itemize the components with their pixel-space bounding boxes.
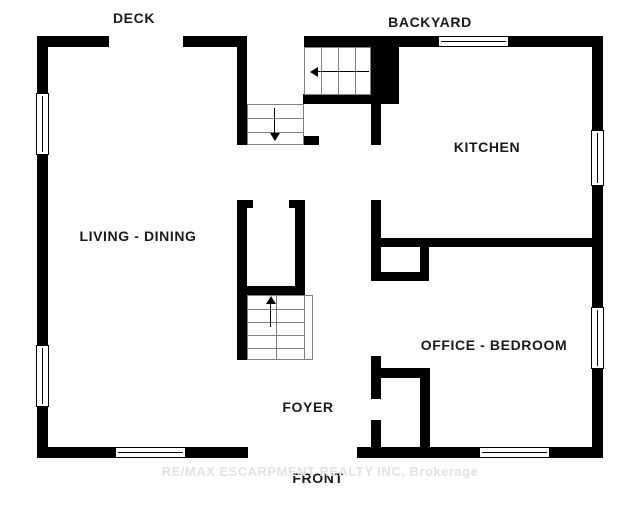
stair-handrail xyxy=(304,295,313,360)
interior-wall-stairhall-left-foot xyxy=(237,136,253,145)
stair-run-to-second-floor xyxy=(304,47,371,95)
interior-wall-lowerstair-left-cap xyxy=(237,200,253,208)
interior-wall-landing-block xyxy=(371,36,399,94)
interior-wall-closet-right xyxy=(420,368,430,448)
exterior-wall-left-top xyxy=(37,36,48,94)
label-front: FRONT xyxy=(292,470,344,486)
exterior-wall-bottom-right xyxy=(549,447,603,458)
interior-wall-under-upper-flight xyxy=(303,94,399,104)
interior-wall-stairhall-right-foot xyxy=(303,136,319,145)
window-front-left xyxy=(115,447,186,458)
stair-direction-line xyxy=(315,71,369,72)
interior-wall-lowerstair-left xyxy=(237,200,247,360)
exterior-wall-bottom-living xyxy=(185,447,248,458)
exterior-wall-left-bottom xyxy=(37,406,48,458)
interior-wall-lowerstair-right xyxy=(295,200,305,286)
stair-direction-arrow-down-icon xyxy=(270,133,280,141)
stair-run-up xyxy=(247,295,305,360)
exterior-wall-top-kitchen-right xyxy=(508,36,603,47)
interior-wall-lowerstair-right-cap xyxy=(289,200,305,208)
interior-wall-bath-bottom xyxy=(371,272,429,281)
window-left-lower xyxy=(36,345,49,407)
brokerage-watermark: RE/MAX ESCARPMENT REALTY INC. Brokerage xyxy=(161,464,479,479)
interior-wall-bath-left xyxy=(371,247,381,281)
exterior-wall-right-middle xyxy=(592,185,603,308)
interior-wall-closet-top xyxy=(371,368,429,378)
interior-wall-stairhall-left xyxy=(237,36,247,145)
interior-wall-stairhall-right xyxy=(371,94,381,145)
stair-tread xyxy=(248,118,303,119)
window-backyard xyxy=(438,36,509,47)
label-backyard: BACKYARD xyxy=(388,14,472,30)
interior-wall-kitchen-left-upper xyxy=(371,200,381,247)
label-living-dining: LIVING - DINING xyxy=(79,228,197,244)
exterior-wall-bottom-left xyxy=(37,447,116,458)
stair-direction-arrow-left-icon xyxy=(310,67,318,77)
label-office-bedroom: OFFICE - BEDROOM xyxy=(420,337,568,353)
label-foyer: FOYER xyxy=(282,399,334,415)
window-left-upper xyxy=(36,93,49,155)
interior-wall-closet-left-lower xyxy=(371,420,381,448)
exterior-wall-right-top xyxy=(592,36,603,131)
stair-direction-line xyxy=(270,301,271,327)
interior-wall-kitchen-bottom xyxy=(371,238,593,247)
window-right-upper xyxy=(591,130,604,186)
exterior-wall-bottom-foyer xyxy=(357,447,480,458)
exterior-wall-left-middle xyxy=(37,154,48,346)
exterior-wall-right-bottom xyxy=(592,368,603,458)
stair-direction-arrow-up-icon xyxy=(266,296,276,304)
stair-run-down-to-basement xyxy=(247,104,304,145)
exterior-wall-top-deck-left xyxy=(37,36,109,47)
exterior-wall-top-deck-right xyxy=(183,36,246,47)
label-deck: DECK xyxy=(112,10,156,26)
stair-tread xyxy=(248,132,303,133)
window-right-lower xyxy=(591,307,604,369)
window-front-right xyxy=(479,447,550,458)
interior-wall-lowerstair-landing xyxy=(237,286,305,295)
stair-direction-line xyxy=(274,108,275,136)
interior-wall-bath-right xyxy=(420,238,429,280)
label-kitchen: KITCHEN xyxy=(453,139,521,155)
stair-tread xyxy=(276,296,277,359)
